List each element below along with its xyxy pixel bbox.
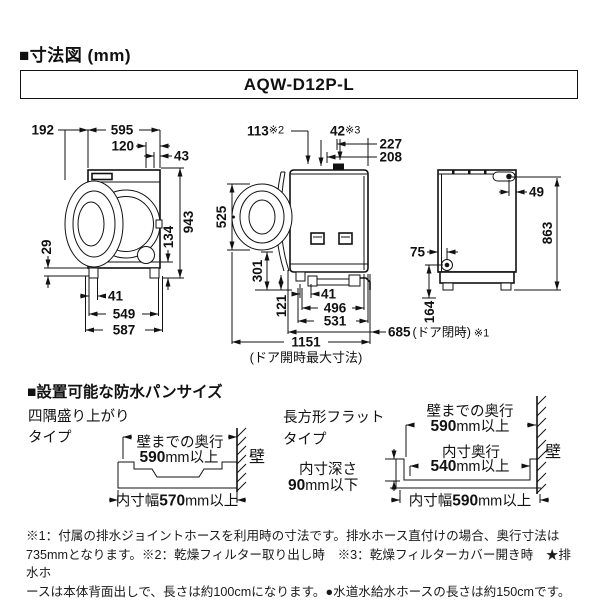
dryer-filter-knob (333, 163, 344, 170)
dim-120: 120 (111, 139, 134, 154)
footnote-line: 735mmとなります。※2：乾燥フィルター取り出し時 ※3：乾燥フィルターカバー… (26, 547, 572, 581)
dim-29: 29 (39, 239, 54, 254)
dim-227: 227 (380, 137, 403, 152)
pan-corner-label-2: タイプ (28, 429, 72, 446)
hose-connector (307, 275, 318, 287)
dim-41-side: 41 (321, 287, 337, 302)
inner-depth-value: 540mm以上 (430, 458, 509, 475)
inner-width-value: 内寸幅590mm以上 (409, 493, 532, 510)
drain-access (137, 246, 155, 264)
dim-113: 113※2 (247, 124, 284, 139)
pan-flat-type: 長方形フラット タイプ 内寸深さ 90mm以下 壁までの奥行 590mm以上 内… (283, 395, 561, 510)
dim-41-front: 41 (108, 289, 124, 304)
pan-flat-label-1: 長方形フラット (283, 409, 385, 426)
pan-flat-label-2: タイプ (283, 431, 327, 448)
dim-42: 42※3 (330, 124, 360, 139)
dim-595: 595 (111, 123, 134, 138)
pan-corner-type: 四隅盛り上がり タイプ 壁までの奥行 590mm以上 壁 内寸幅570mm以上 (28, 408, 265, 510)
model-number-box: AQW-D12P-L (20, 70, 578, 99)
dim-164: 164 (422, 300, 437, 323)
dim-208: 208 (380, 150, 403, 165)
door-latch (155, 219, 163, 229)
dim-49: 49 (529, 185, 544, 200)
handle (338, 232, 353, 245)
dim-531: 531 (324, 314, 347, 329)
pan-depth-value: 90mm以下 (288, 477, 358, 494)
hose-connector (348, 274, 361, 287)
dim-525: 525 (214, 205, 229, 228)
footnote-line: ※1：付属の排水ジョイントホースを利用時の寸法です。排水ホース直付けの場合、奥行… (26, 529, 560, 543)
rear-view-dimensions: 49 863 75 164 (410, 176, 561, 323)
footnotes: ※1：付属の排水ジョイントホースを利用時の寸法です。排水ホース直付けの場合、奥行… (26, 527, 576, 600)
dim-685: 685(ドア閉時)※1 (388, 325, 489, 340)
page-title: ■寸法図 (mm) (19, 46, 132, 65)
dim-943: 943 (181, 210, 196, 233)
pan-profile (118, 461, 237, 478)
inner-width-value: 内寸幅570mm以上 (116, 493, 239, 510)
dim-43: 43 (174, 149, 190, 164)
pan-profile (396, 458, 537, 481)
wall-label: 壁 (545, 442, 561, 461)
inner-depth-label: 内寸奥行 (442, 444, 500, 461)
pan-section-heading: ■設置可能な防水パンサイズ (27, 384, 223, 401)
side-view-dimensions: 113※2 42※3 227 208 525 301 121 (214, 124, 489, 366)
dim-192: 192 (31, 123, 54, 138)
dim-587: 587 (113, 323, 136, 338)
dim-496: 496 (324, 301, 347, 316)
front-view (64, 169, 163, 279)
handle (310, 232, 325, 245)
model-number: AQW-D12P-L (243, 74, 355, 94)
footnote-line: ースは本体背面出しで、長さは約100cmになります。●水道水給水ホースの長さは約… (26, 584, 571, 599)
pan-corner-label-1: 四隅盛り上がり (28, 408, 130, 425)
wall-depth-value: 590mm以上 (430, 418, 509, 435)
dim-134: 134 (161, 225, 176, 248)
rear-view (437, 169, 517, 291)
dim-75: 75 (410, 245, 426, 260)
side-view (231, 163, 371, 290)
door-open-caption: (ドア開時最大寸法) (250, 350, 363, 365)
dim-121: 121 (274, 294, 289, 317)
wall-depth-label: 壁までの奥行 (137, 434, 224, 451)
dim-549: 549 (113, 307, 136, 322)
pan-depth-label: 内寸深さ (299, 461, 357, 478)
base-plate (439, 271, 515, 284)
dim-863: 863 (540, 221, 555, 244)
dim-301: 301 (250, 259, 265, 282)
wall-depth-value: 590mm以上 (139, 449, 218, 466)
wall-label: 壁 (249, 447, 265, 466)
dim-1151: 1151 (291, 335, 321, 350)
front-view-dimensions: 192 595 120 43 943 134 29 (31, 123, 196, 338)
wall-depth-label: 壁までの奥行 (427, 403, 514, 420)
